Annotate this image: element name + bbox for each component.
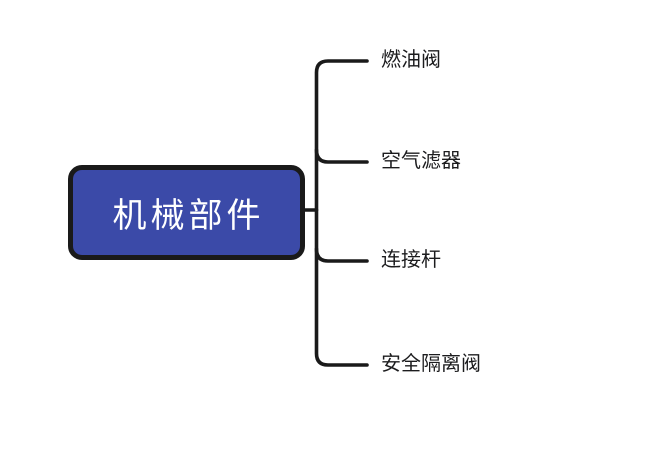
root-node[interactable]: 机械部件 [68,165,305,260]
connector-spine-and-outer-branches [314,59,369,367]
branch-node-safety-isolation-valve[interactable]: 安全隔离阀 [381,353,481,375]
connector-branch-connecting-rod [314,247,369,263]
root-node-label: 机械部件 [112,197,265,235]
branch-node-fuel-valve[interactable]: 燃油阀 [381,49,441,71]
branch-node-air-filter[interactable]: 空气滤器 [381,150,461,172]
branch-node-connecting-rod[interactable]: 连接杆 [381,249,441,271]
connector-branch-air-filter [314,148,369,164]
